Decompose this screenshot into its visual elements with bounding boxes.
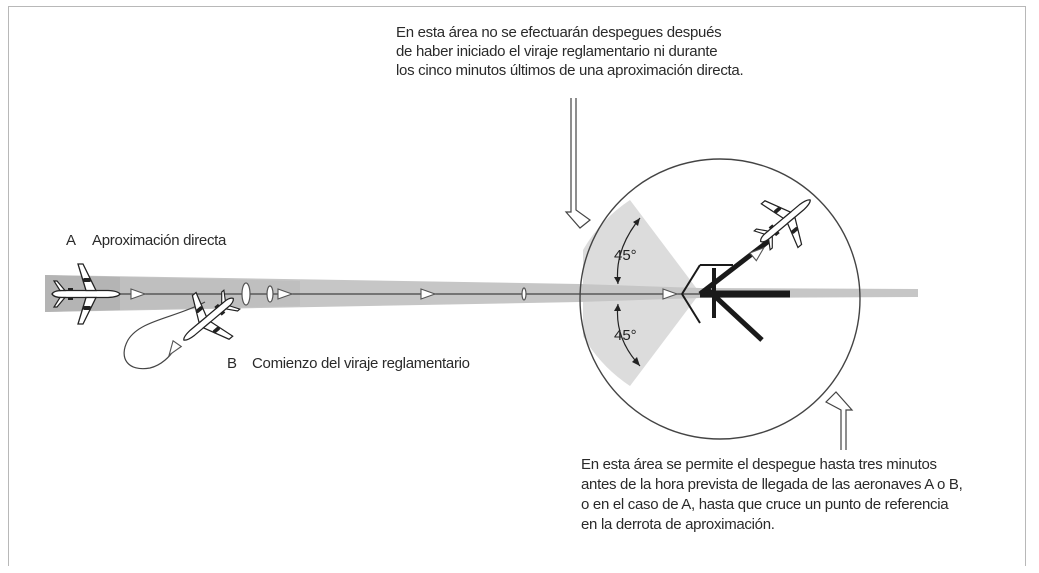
fix-marker-3: [521, 287, 527, 301]
turn-arrowhead: [164, 340, 182, 359]
note-top-line-1: En esta área no se efectuarán despegues …: [396, 24, 722, 41]
angle-label-upper: 45°: [614, 247, 637, 264]
runway-diagonal-ne: [698, 238, 772, 296]
label-a-text: Aproximación directa: [92, 232, 227, 249]
label-b-letter: B: [227, 355, 237, 372]
note-bottom-line-1: En esta área se permite el despegue hast…: [581, 456, 937, 473]
aerodrome-area-circle: [579, 158, 861, 440]
note-bottom-line-2: antes de la hora prevista de llegada de …: [581, 476, 963, 493]
note-top-line-2: de haber iniciado el viraje reglamentari…: [396, 43, 718, 60]
procedure-turn-path: [123, 301, 206, 370]
aircraft-a-icon: [51, 263, 121, 325]
note-bottom-line-3: o en el caso de A, hasta que cruce un pu…: [581, 496, 949, 513]
fix-marker-2: [266, 285, 274, 303]
leader-arrow-bottom: [825, 391, 854, 450]
label-b-text: Comienzo del viraje reglamentario: [252, 355, 470, 372]
note-top: En esta área no se efectuarán despegues …: [396, 23, 744, 80]
note-bottom: En esta área se permite el despegue hast…: [581, 455, 963, 535]
note-bottom-line-4: en la derrota de aproximación.: [581, 516, 775, 533]
angle-label-lower: 45°: [614, 327, 637, 344]
diagram-frame: [8, 6, 1026, 566]
leader-arrow-top: [564, 98, 591, 229]
label-a-letter: A: [66, 232, 76, 249]
note-top-line-3: los cinco minutos últimos de una aproxim…: [396, 62, 744, 79]
fix-marker-1: [241, 282, 251, 306]
